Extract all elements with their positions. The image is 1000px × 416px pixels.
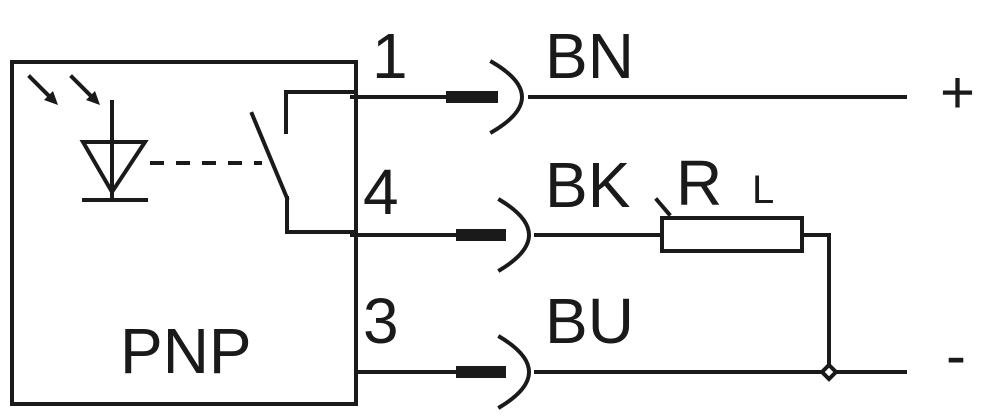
junction-node-icon: [819, 362, 839, 382]
wire-pin-3: [354, 334, 907, 410]
switch-icon: [249, 90, 354, 234]
wire-pin-1: [350, 59, 907, 135]
pin-1-color-code: BN: [545, 20, 634, 92]
diode-icon: [79, 100, 149, 202]
pin-4-number: 4: [363, 156, 399, 228]
pin-4-color-code: BK: [545, 149, 630, 221]
light-arrows-icon: [27, 74, 100, 105]
pin-3-color-code: BU: [545, 285, 634, 357]
supply-negative-label: -: [946, 322, 966, 389]
supply-positive-label: +: [940, 59, 975, 126]
load-resistor-icon: [654, 197, 839, 382]
load-subscript: L: [752, 168, 774, 212]
load-symbol: R: [676, 147, 722, 219]
pin-3-number: 3: [363, 285, 399, 357]
sensor-type-label: PNP: [120, 315, 252, 387]
wire-pin-4: [350, 197, 664, 273]
pin-1-number: 1: [372, 20, 408, 92]
